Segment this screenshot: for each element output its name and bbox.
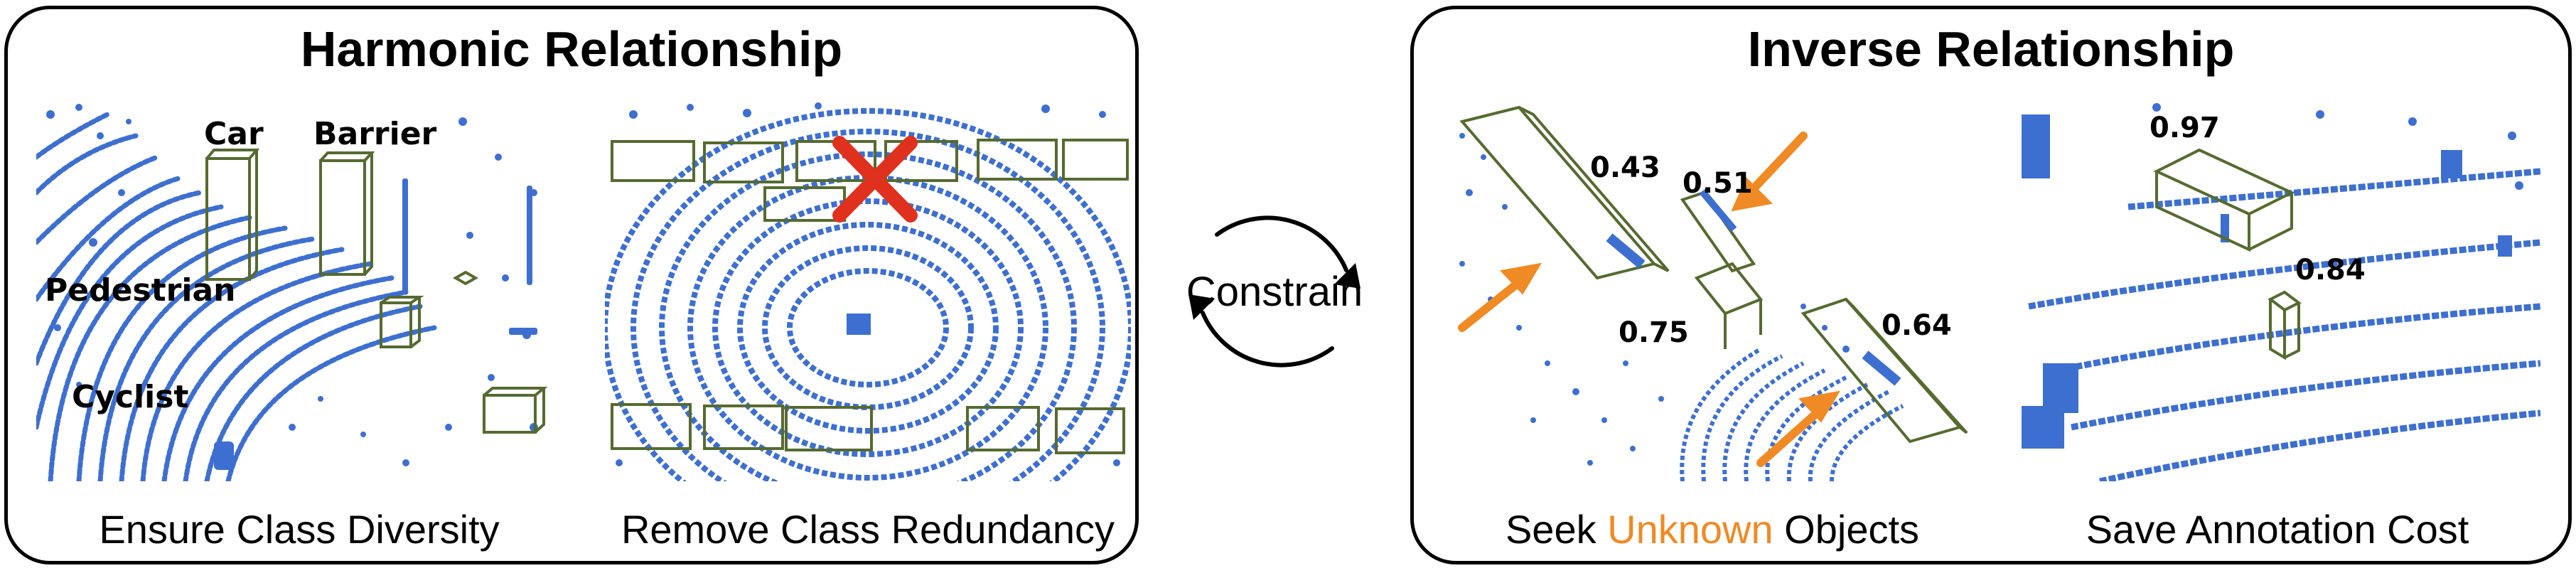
caption-seek-unknown: Seek Unknown Objects [1435, 507, 1990, 552]
score-0-84: 0.84 [2295, 254, 2366, 286]
caption-seek-before: Seek [1505, 507, 1608, 552]
pointcloud-unknown-svg: 0.43 0.51 0.75 0.64 [1458, 105, 1968, 481]
inverse-panel: Inverse Relationship [1410, 6, 2572, 564]
harmonic-title: Harmonic Relationship [300, 21, 843, 77]
score-0-97: 0.97 [2150, 112, 2220, 144]
score-0-51: 0.51 [1683, 167, 1753, 200]
harmonic-panel: Harmonic Relationship [4, 6, 1139, 564]
score-0-75: 0.75 [1619, 316, 1689, 349]
pointcloud-diversity-svg: Car Barrier Pedestrian Cyclist [36, 104, 548, 481]
unknown-objects-pointcloud: 0.43 0.51 0.75 0.64 [1448, 93, 1974, 481]
annotation-cost-pointcloud: 0.97 0.84 [2014, 93, 2540, 481]
pointcloud-cost-svg: 0.97 0.84 [2022, 103, 2540, 481]
cycle-arrows-icon [1188, 215, 1361, 368]
label-barrier: Barrier [313, 116, 437, 152]
constrain-label: Constrain [1186, 269, 1363, 315]
caption-seek-after: Objects [1773, 507, 1920, 552]
constrain-cycle: Constrain [1139, 164, 1410, 419]
caption-seek-highlight: Unknown [1607, 507, 1773, 552]
caption-remove-redundancy: Remove Class Redundancy [621, 507, 1115, 552]
label-pedestrian: Pedestrian [45, 272, 235, 309]
score-0-43: 0.43 [1590, 151, 1660, 184]
label-cyclist: Cyclist [72, 379, 188, 415]
caption-save-cost: Save Annotation Cost [2086, 507, 2469, 552]
class-redundancy-pointcloud [605, 93, 1131, 481]
orange-arrow-icon [1458, 132, 1840, 467]
pointcloud-redundancy-svg [605, 102, 1131, 481]
class-diversity-pointcloud: Car Barrier Pedestrian Cyclist [36, 93, 562, 481]
score-0-64: 0.64 [1882, 309, 1952, 342]
label-car: Car [204, 116, 264, 152]
caption-ensure-diversity: Ensure Class Diversity [99, 507, 500, 552]
red-cross-icon [832, 136, 918, 223]
inverse-title: Inverse Relationship [1747, 21, 2235, 77]
